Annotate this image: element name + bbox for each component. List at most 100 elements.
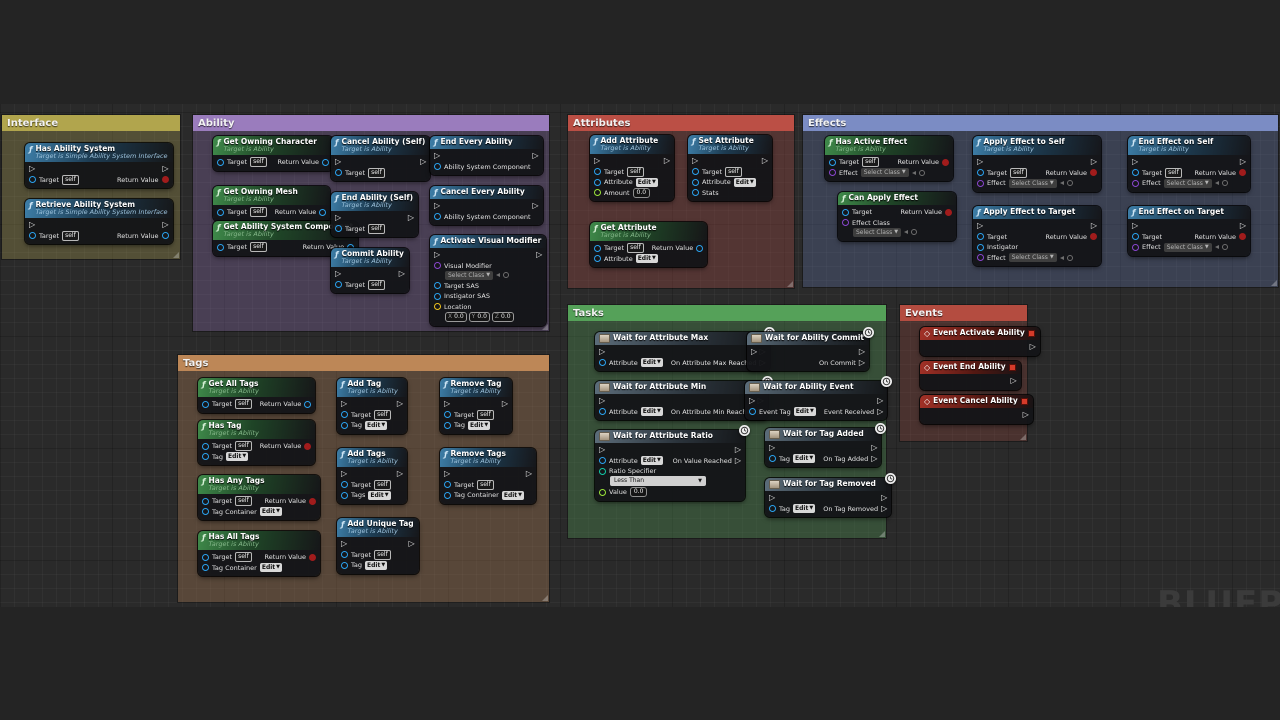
output-exec-pin[interactable]: ▷	[501, 399, 508, 409]
output-exec-pin[interactable]: ▷	[761, 156, 768, 166]
object-pin[interactable]	[444, 421, 451, 429]
output-exec-pin[interactable]: ▷	[398, 269, 405, 279]
browse-asset-icon[interactable]	[1066, 254, 1073, 261]
object-pin[interactable]	[749, 408, 756, 416]
input-exec-pin[interactable]: ▷	[749, 396, 756, 406]
output-exec-pin[interactable]: ▷	[396, 399, 403, 409]
object-pin[interactable]	[444, 411, 451, 419]
output-exec-pin[interactable]: ▷	[663, 156, 670, 166]
class-pin[interactable]	[977, 254, 984, 262]
input-exec-pin[interactable]: ▷	[434, 201, 441, 211]
output-exec-pin[interactable]: ▷	[871, 443, 878, 453]
output-exec-pin[interactable]: ▷	[881, 503, 888, 513]
bool-pin[interactable]	[1090, 169, 1097, 177]
input-exec-pin[interactable]: ▷	[1132, 221, 1139, 231]
browse-asset-icon[interactable]	[911, 229, 918, 235]
edit-dropdown-button[interactable]: Edit▼	[365, 560, 388, 570]
use-selected-asset-icon[interactable]	[911, 170, 916, 175]
comment-header-interface[interactable]: Interface	[2, 115, 180, 131]
vector-pin[interactable]	[434, 303, 441, 310]
object-pin[interactable]	[594, 244, 601, 252]
class-pin[interactable]	[434, 262, 441, 269]
class-pin[interactable]	[977, 179, 984, 187]
input-exec-pin[interactable]: ▷	[444, 399, 451, 409]
value-input[interactable]: 0.0	[629, 487, 648, 498]
output-exec-pin[interactable]: ▷	[532, 201, 539, 211]
bool-pin[interactable]	[309, 553, 316, 561]
output-exec-pin[interactable]: ▷	[858, 357, 865, 367]
input-exec-pin[interactable]: ▷	[599, 445, 606, 455]
select-class-dropdown[interactable]: Select Class▼	[445, 270, 494, 280]
self-reference-field[interactable]: self	[374, 549, 391, 560]
object-pin[interactable]	[692, 189, 699, 197]
input-exec-pin[interactable]: ▷	[29, 164, 36, 174]
object-pin[interactable]	[161, 232, 169, 240]
output-exec-pin[interactable]: ▷	[162, 220, 169, 230]
comment-header-attributes[interactable]: Attributes	[568, 115, 794, 131]
output-exec-pin[interactable]: ▷	[525, 469, 533, 479]
input-exec-pin[interactable]: ▷	[434, 250, 441, 260]
object-pin[interactable]	[594, 255, 601, 263]
object-pin[interactable]	[322, 158, 329, 166]
input-exec-pin[interactable]: ▷	[335, 213, 342, 223]
self-reference-field[interactable]: self	[862, 157, 879, 168]
self-reference-field[interactable]: self	[374, 479, 391, 490]
node-event-cancel-ability[interactable]: ◇Event Cancel Ability▷	[920, 395, 1033, 424]
object-pin[interactable]	[434, 292, 441, 300]
enum-pin[interactable]	[599, 467, 606, 475]
output-exec-pin[interactable]: ▷	[734, 445, 741, 455]
object-pin[interactable]	[444, 491, 451, 499]
output-exec-pin[interactable]: ▷	[1022, 410, 1029, 420]
node-header[interactable]: Wait for Tag Added	[765, 428, 882, 441]
select-class-dropdown[interactable]: Select Class▼	[1163, 242, 1212, 252]
use-selected-asset-icon[interactable]	[1059, 255, 1064, 260]
object-pin[interactable]	[769, 455, 776, 463]
node-wait-for-attribute-max[interactable]: Wait for Attribute Max▷▷AttributeEdit▼On…	[595, 327, 775, 371]
browse-asset-icon[interactable]	[1066, 180, 1073, 187]
edit-dropdown-button[interactable]: Edit▼	[640, 456, 663, 466]
output-exec-pin[interactable]: ▷	[1239, 157, 1246, 167]
object-pin[interactable]	[977, 243, 984, 251]
self-reference-field[interactable]: self	[250, 207, 267, 218]
self-reference-field[interactable]: self	[368, 223, 385, 234]
object-pin[interactable]	[434, 282, 441, 290]
object-pin[interactable]	[434, 213, 441, 221]
object-pin[interactable]	[341, 411, 348, 419]
input-exec-pin[interactable]: ▷	[335, 269, 342, 279]
input-exec-pin[interactable]: ▷	[769, 443, 776, 453]
input-exec-pin[interactable]: ▷	[599, 396, 606, 406]
object-pin[interactable]	[341, 551, 348, 559]
bool-pin[interactable]	[1239, 169, 1246, 177]
object-pin[interactable]	[599, 408, 606, 416]
self-reference-field[interactable]: self	[477, 409, 494, 420]
object-pin[interactable]	[335, 225, 342, 233]
object-pin[interactable]	[202, 453, 209, 461]
comment-header-tasks[interactable]: Tasks	[568, 305, 886, 321]
object-pin[interactable]	[202, 400, 209, 408]
